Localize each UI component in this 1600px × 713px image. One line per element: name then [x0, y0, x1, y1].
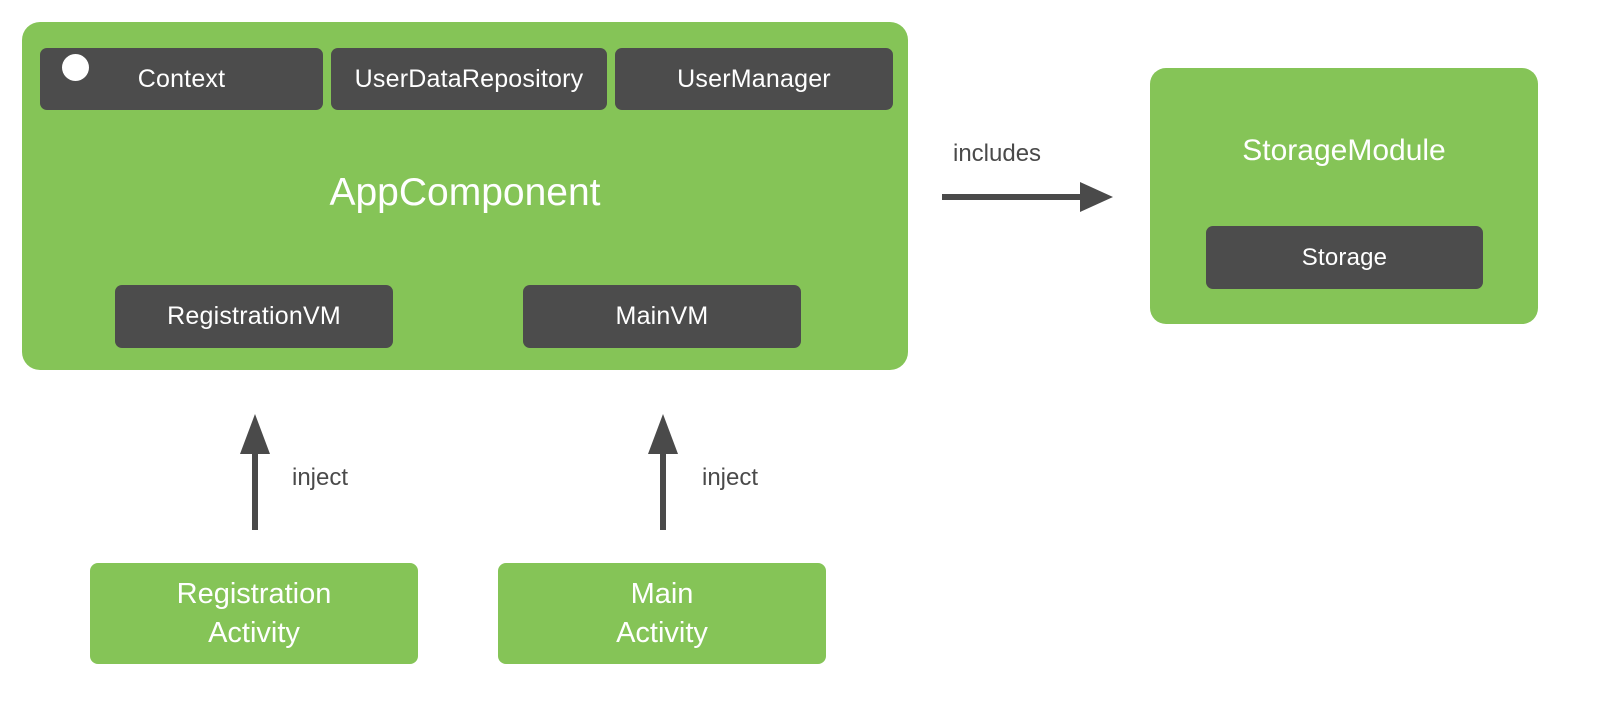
component-marker-icon — [62, 54, 89, 81]
edge-label-includes: includes — [953, 140, 1042, 167]
registration-activity-box[interactable]: Registration Activity — [90, 563, 418, 664]
dependency-chip-mainvm[interactable]: MainVM — [523, 285, 801, 348]
main-activity-box[interactable]: Main Activity — [498, 563, 826, 664]
registration-activity-label: Registration Activity — [176, 578, 332, 649]
dependency-chip-usermanager[interactable]: UserManager — [615, 48, 893, 110]
main-activity-label: Main Activity — [616, 578, 708, 649]
edge-label-inject-registration: inject — [292, 464, 349, 491]
arrow-inject-registration-icon — [240, 414, 270, 530]
storage-module-title: StorageModule — [1242, 134, 1446, 167]
arrow-includes-icon — [942, 182, 1113, 212]
arrow-inject-main-icon — [648, 414, 678, 530]
edge-label-inject-main: inject — [702, 464, 759, 491]
dependency-chip-context[interactable]: Context — [40, 48, 323, 110]
dependency-chip-userdatarepository[interactable]: UserDataRepository — [331, 48, 607, 110]
app-component-title: AppComponent — [329, 171, 601, 214]
dependency-chip-storage[interactable]: Storage — [1206, 226, 1483, 289]
dependency-chip-registrationvm[interactable]: RegistrationVM — [115, 285, 393, 348]
